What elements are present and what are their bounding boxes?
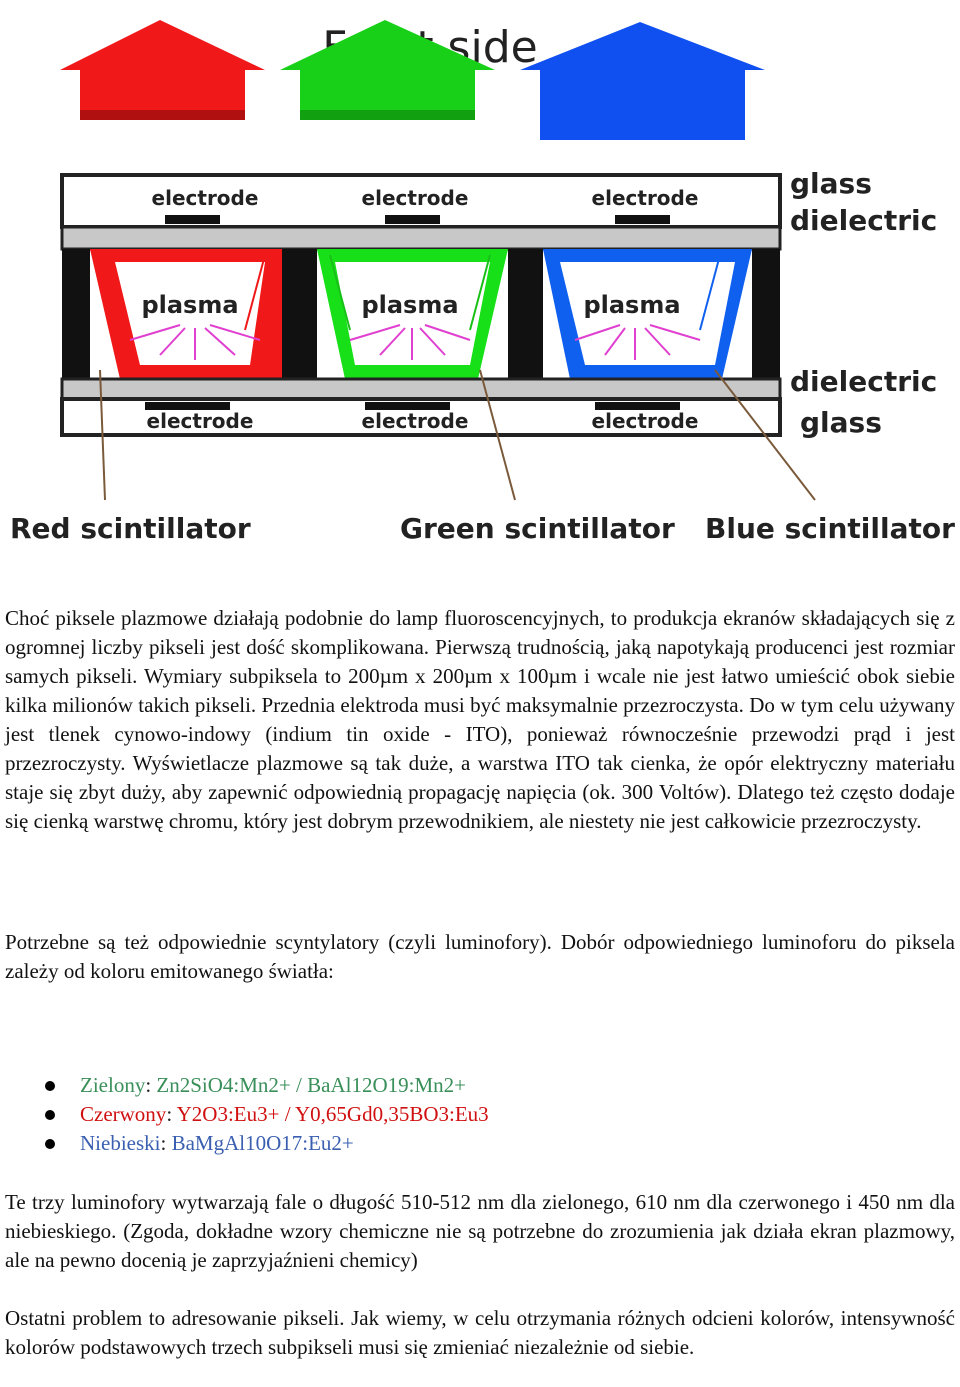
red-scintillator-label: Red scintillator bbox=[10, 512, 251, 545]
red-output-arrow bbox=[60, 20, 265, 120]
bottom-electrode-label-2: electrode bbox=[362, 409, 469, 433]
paragraph-2: Potrzebne są też odpowiednie scyntylator… bbox=[5, 930, 955, 983]
green-scintillator-label: Green scintillator bbox=[400, 512, 675, 545]
green-output-arrow bbox=[280, 20, 495, 120]
bottom-electrode-bar-3 bbox=[595, 402, 680, 410]
plasma-cell-diagram: Front side electrode electrode electrode… bbox=[10, 20, 955, 545]
bullet-icon bbox=[45, 1110, 55, 1120]
top-dielectric bbox=[60, 225, 782, 251]
paragraph-4: Ostatni problem to adresowanie pikseli. … bbox=[5, 1306, 955, 1359]
rib-2 bbox=[282, 249, 317, 379]
scintillator-pointers bbox=[99, 369, 816, 501]
uv-arrows bbox=[129, 324, 701, 360]
top-electrode-label-3: electrode bbox=[592, 186, 699, 210]
rib-4 bbox=[752, 249, 780, 379]
rib-1 bbox=[62, 249, 90, 379]
emission-arrows bbox=[109, 254, 721, 331]
list-item: Niebieski: BaMgAl10O17:Eu2+ bbox=[5, 1129, 945, 1158]
top-electrode-label-1: electrode bbox=[152, 186, 259, 210]
rib-3 bbox=[508, 249, 543, 379]
phosphor-formula: Zn2SiO4:Mn2+ / BaAl12O19:Mn2+ bbox=[156, 1073, 466, 1097]
label-glass-top: glass bbox=[790, 167, 872, 200]
blue-cell-gas bbox=[560, 262, 735, 365]
top-electrode-bar-1 bbox=[165, 215, 220, 224]
bullet-icon bbox=[45, 1139, 55, 1149]
phosphor-list: Zielony: Zn2SiO4:Mn2+ / BaAl12O19:Mn2+ C… bbox=[5, 1071, 945, 1158]
label-dielectric-top: dielectric bbox=[790, 204, 937, 237]
paragraph-1: Choć piksele plazmowe działają podobnie … bbox=[5, 606, 955, 833]
bottom-electrode-bar-1 bbox=[145, 402, 230, 410]
bottom-electrode-bar-2 bbox=[365, 402, 450, 410]
list-item: Zielony: Zn2SiO4:Mn2+ / BaAl12O19:Mn2+ bbox=[5, 1071, 945, 1100]
green-arrow-shading bbox=[300, 110, 475, 120]
plasma-label-red: plasma bbox=[141, 291, 238, 319]
label-glass-bottom: glass bbox=[800, 406, 882, 439]
top-electrode-bar-3 bbox=[615, 215, 670, 224]
label-dielectric-bottom: dielectric bbox=[790, 365, 937, 398]
top-electrode-label-2: electrode bbox=[362, 186, 469, 210]
bottom-electrode-label-3: electrode bbox=[592, 409, 699, 433]
phosphor-name: Zielony bbox=[80, 1073, 146, 1097]
bottom-electrode-label-1: electrode bbox=[147, 409, 254, 433]
phosphor-name: Czerwony bbox=[80, 1102, 167, 1126]
top-electrode-bar-2 bbox=[385, 215, 440, 224]
bottom-dielectric bbox=[60, 377, 782, 401]
blue-output-arrow bbox=[520, 22, 765, 140]
red-arrow-shading bbox=[80, 110, 245, 120]
green-cell-gas bbox=[335, 262, 490, 365]
phosphor-formula: BaMgAl10O17:Eu2+ bbox=[171, 1131, 354, 1155]
plasma-label-blue: plasma bbox=[583, 291, 680, 319]
bullet-icon bbox=[45, 1081, 55, 1091]
red-cell-gas bbox=[115, 262, 265, 365]
plasma-label-green: plasma bbox=[361, 291, 458, 319]
paragraph-3: Te trzy luminofory wytwarzają fale o dłu… bbox=[5, 1190, 955, 1272]
list-item: Czerwony: Y2O3:Eu3+ / Y0,65Gd0,35BO3:Eu3 bbox=[5, 1100, 945, 1129]
blue-scintillator-label: Blue scintillator bbox=[705, 512, 955, 545]
phosphor-name: Niebieski bbox=[80, 1131, 161, 1155]
phosphor-formula: Y2O3:Eu3+ / Y0,65Gd0,35BO3:Eu3 bbox=[176, 1102, 489, 1126]
